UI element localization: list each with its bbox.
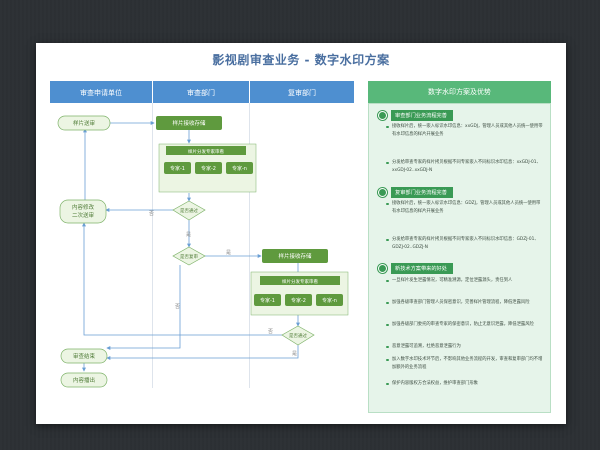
node-modify-resubmit[interactable] — [59, 199, 107, 224]
node-modify-line1: 内容修改 — [72, 203, 95, 211]
label-yes-3: 是 — [292, 351, 297, 357]
lane1-label: 审查申请单位 — [80, 88, 122, 97]
lane-header-review-dept — [153, 81, 249, 103]
node-receive-store-label: 样片接收存储 — [172, 119, 206, 127]
node-distribute-experts-label: 样片分发专家审看 — [188, 148, 224, 155]
node-rereceive-store[interactable] — [262, 249, 328, 263]
label-no-1: 否 — [149, 211, 154, 217]
node-sample-submit[interactable] — [57, 115, 111, 131]
lane2-label: 审查部门 — [187, 88, 215, 97]
section-1-heading: 审查部门业务流程完善 — [378, 110, 453, 121]
section-2-heading: 复审部门业务流程完善 — [378, 187, 453, 198]
flowchart-diagram: 审查申请单位 审查部门 复审部门 — [50, 81, 354, 388]
lane-header-applicant — [50, 81, 152, 103]
node-rereceive-store-label: 样片接收存储 — [278, 252, 312, 260]
node-expert-2-label: 专家-2 — [201, 165, 216, 172]
node-expert-1[interactable] — [164, 162, 191, 174]
section-3-item-6: 保护内容版权方合法权益，维护审查部门形象 — [386, 380, 544, 388]
node-broadcast-label: 内容播出 — [73, 376, 95, 384]
decision-rereview-label: 是否复审 — [180, 253, 198, 260]
node-reexpert-2[interactable] — [285, 294, 312, 306]
node-redistribute-experts-label: 样片分发专家审看 — [282, 278, 318, 285]
slide: 影视剧审查业务 - 数字水印方案 审查申请单位 审查部门 复审部门 — [36, 43, 566, 424]
panel-header: 数字水印方案及优势 — [368, 81, 551, 103]
node-expert-1-label: 专家-1 — [170, 165, 185, 172]
node-modify-line2: 二次送审 — [72, 211, 95, 219]
label-yes-2: 是 — [226, 250, 231, 256]
node-reexpert-1[interactable] — [254, 294, 281, 306]
label-no-2: 否 — [175, 304, 180, 310]
node-distribute-experts[interactable] — [166, 146, 246, 155]
node-expert-n[interactable] — [226, 162, 253, 174]
section-1-item-2: 分发给审查专家的样片拷贝根据不同专家嵌入不同标识水印信息：xxGDJ-01、xx… — [386, 159, 544, 174]
section-3-item-4: 恶意泄露可追溯，杜绝恶意泄露行为 — [386, 343, 544, 351]
section-2-bullet-icon — [378, 188, 387, 197]
section-1-item-1: 接收样片后，统一嵌入标识水印信息：xxGDJ，管理人员或其他人员统一使用带有水印… — [386, 124, 543, 137]
node-expert-2[interactable] — [195, 162, 222, 174]
lane3-label: 复审部门 — [288, 88, 316, 97]
arrow-review-no-end — [106, 265, 181, 350]
decision-repassed-label: 是否通过 — [289, 332, 307, 339]
section-3-item-2: 加强各级审查部门管理人员保密意识，完善样片管理流程，降低泄露风险 — [386, 299, 544, 307]
slide-title: 影视剧审查业务 - 数字水印方案 — [212, 53, 390, 67]
arrow-repassed-yes-end — [106, 345, 299, 360]
label-no-3: 否 — [268, 329, 273, 335]
decision-passed-label: 是否通过 — [180, 207, 198, 214]
section-3-item-1: 一旦样片发生泄露情况，可精准溯源，定位泄露源头，责任到人 — [386, 277, 544, 285]
node-receive-store[interactable] — [156, 116, 222, 130]
label-yes-1: 是 — [186, 232, 191, 238]
decision-repassed[interactable] — [281, 325, 315, 346]
node-broadcast[interactable] — [60, 372, 108, 388]
node-reexpert-1-label: 专家-1 — [260, 297, 275, 304]
node-review-end[interactable] — [60, 348, 108, 364]
arrow-repassed-no-modify — [82, 222, 282, 336]
decision-rereview[interactable] — [172, 246, 206, 266]
node-reexpert-2-label: 专家-2 — [291, 297, 306, 304]
decision-passed[interactable] — [172, 200, 206, 221]
node-expert-n-label: 专家-n — [232, 165, 247, 172]
section-2-item-1: 接收样片后，统一嵌入标识水印信息：GDZJ，管理人员或其他人员统一使用带有水印信… — [386, 200, 544, 215]
node-review-end-label: 审查结束 — [73, 352, 96, 360]
node-reexpert-n[interactable] — [316, 294, 343, 306]
section-3-bullet-icon — [378, 264, 387, 273]
node-reexpert-n-label: 专家-n — [322, 297, 337, 304]
section-2-item-2: 分发给审查专家的样片拷贝根据不同专家嵌入不同标识水印信息：GDZJ-01、GDZ… — [386, 236, 544, 251]
node-sample-submit-label: 样片送审 — [73, 119, 96, 127]
section-1-bullet-icon — [378, 111, 387, 120]
lane-header-rereview-dept — [250, 81, 354, 103]
section-3-item-3: 加强各级部门委托的审查专家的保密意识，防止无意识泄露，降低泄露风险 — [386, 321, 544, 329]
node-redistribute-experts[interactable] — [260, 276, 340, 285]
section-3-item-5: 加入数字水印技术环节后，不影响其他业务流程的开发，审查和复审部门均不增加额外的业… — [386, 357, 543, 370]
panel-body — [368, 103, 551, 413]
section-3-heading: 新技术方案带来的好处 — [378, 263, 453, 274]
